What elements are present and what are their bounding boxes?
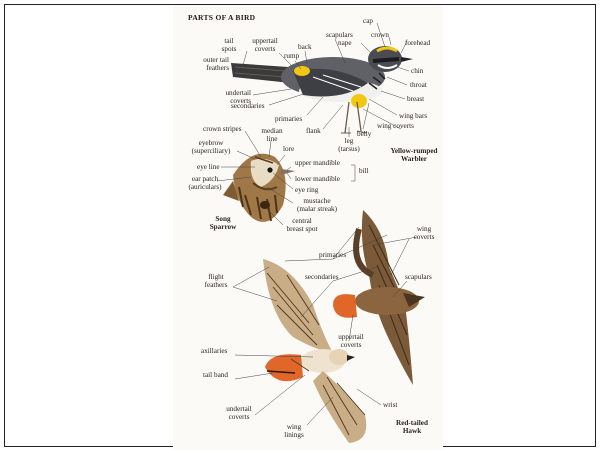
label-eye-line: eye line: [197, 163, 220, 171]
label-hawk-scapulars: scapulars: [405, 273, 432, 281]
label-lore: lore: [283, 145, 294, 153]
label-scapulars: scapulars: [326, 31, 353, 39]
label-upper-mandible: upper mandible: [295, 159, 340, 167]
label-hawk-primaries: primaries: [319, 251, 346, 259]
label-leg-tarsus: leg(tarsus): [333, 137, 365, 153]
label-secondaries: secondaries: [231, 102, 265, 110]
rump-patch: [294, 66, 310, 76]
yellow-rumped-warbler-illustration: [231, 46, 413, 133]
red-tailed-hawk-lower-illustration: [263, 259, 366, 443]
hawk-red-tail: [333, 294, 357, 318]
label-wrist: wrist: [383, 401, 397, 409]
label-eyebrow: eyebrow(superciliary): [185, 139, 237, 155]
label-tail-band: tail band: [203, 371, 228, 379]
field-guide-page: PARTS OF A BIRD: [173, 5, 443, 450]
label-rump: rump: [284, 52, 299, 60]
flank-patch: [351, 94, 367, 108]
label-hawk-secondaries: secondaries: [305, 273, 339, 281]
label-nape: nape: [338, 39, 352, 47]
label-eye-ring: eye ring: [295, 186, 318, 194]
label-wing-coverts: wing coverts: [377, 122, 414, 130]
label-mustache: mustache(malar streak): [291, 197, 343, 213]
label-breast: breast: [407, 95, 424, 103]
song-sparrow-illustration: [223, 154, 295, 222]
label-chin: chin: [411, 67, 423, 75]
label-lower-mandible: lower mandible: [295, 175, 340, 183]
label-axillaries: axillaries: [201, 347, 227, 355]
label-bill: bill: [359, 167, 369, 175]
label-cap: cap: [363, 17, 373, 25]
label-throat: throat: [410, 81, 427, 89]
label-wing-bars: wing bars: [399, 112, 427, 120]
label-crown: crown: [371, 31, 389, 39]
label-ear-patch: ear patch(auriculars): [183, 175, 227, 191]
label-flank: flank: [306, 127, 321, 135]
label-crown-stripes: crown stripes: [203, 125, 242, 133]
label-primaries: primaries: [275, 115, 302, 123]
label-forehead: forehead: [405, 39, 430, 47]
label-back: back: [298, 43, 312, 51]
